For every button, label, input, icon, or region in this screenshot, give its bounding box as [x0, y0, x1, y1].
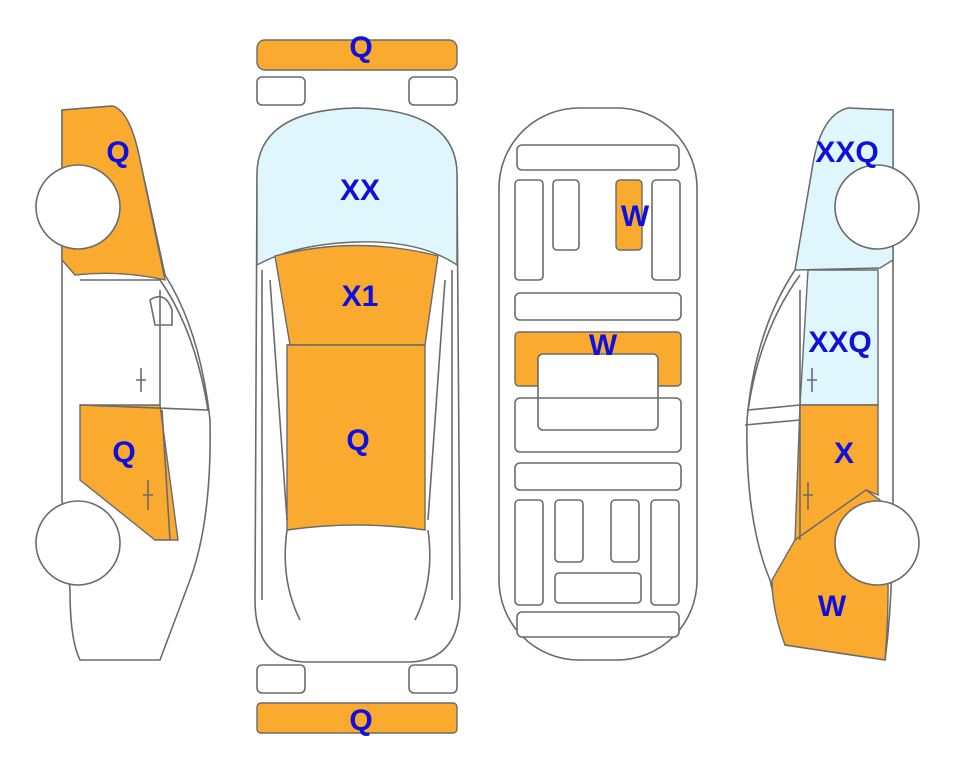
underside-part — [514, 397, 682, 453]
front-bumper-damage[interactable] — [256, 39, 458, 71]
label-rear-bumper: Q — [349, 704, 372, 737]
rear-left-light — [256, 664, 306, 694]
front-left-light — [256, 76, 306, 106]
underside-part — [516, 611, 680, 638]
underside-part — [651, 179, 681, 281]
left-door-handle-icon — [136, 368, 153, 510]
underside-part — [514, 499, 544, 606]
underside-view: W W — [498, 107, 698, 661]
label-hood: XX — [340, 174, 380, 207]
rear-bumper-damage[interactable] — [256, 702, 458, 734]
windshield-damage[interactable] — [274, 244, 439, 346]
underside-part — [514, 292, 682, 321]
label-underside-floor: W — [589, 329, 618, 362]
roof-damage[interactable] — [286, 344, 426, 531]
label-roof: Q — [346, 424, 369, 457]
top-view: Q XX X1 Q Q — [254, 31, 461, 737]
right-door-handle-icon — [803, 368, 817, 510]
underside-panel-damage[interactable] — [615, 179, 643, 251]
label-left-door: Q — [112, 436, 135, 469]
right-front-wheel — [834, 500, 920, 586]
top-side-lines — [261, 270, 453, 621]
underside-part — [552, 179, 580, 251]
left-front-wheel — [35, 164, 121, 250]
right-window-lines — [744, 274, 801, 540]
underside-part — [514, 462, 682, 491]
label-windshield: X1 — [342, 280, 379, 313]
underside-part — [554, 572, 642, 604]
label-right-front: W — [818, 590, 847, 623]
right-front-door-damage[interactable] — [794, 404, 879, 542]
left-side-view: Q Q — [35, 105, 211, 661]
underside-part — [514, 179, 544, 281]
label-right-front-door: X — [834, 437, 854, 470]
right-side-view: XXQ XXQ X W — [744, 107, 920, 661]
left-window-lines — [79, 279, 209, 541]
hood-damage[interactable] — [256, 107, 458, 267]
left-rear-wheel — [35, 500, 121, 586]
label-right-rear-quarter: XXQ — [815, 136, 878, 169]
underside-part — [537, 353, 659, 431]
label-left-front: Q — [106, 136, 129, 169]
label-front-bumper: Q — [349, 31, 372, 64]
left-door-damage[interactable] — [79, 404, 179, 541]
rear-right-light — [408, 664, 458, 694]
label-underside-panel: W — [621, 200, 650, 233]
label-right-rear-door: XXQ — [808, 326, 871, 359]
underside-part — [650, 499, 680, 606]
right-rear-wheel — [834, 164, 920, 250]
underside-part — [516, 144, 680, 171]
underside-part — [610, 499, 640, 563]
underside-part — [554, 499, 584, 563]
front-right-light — [408, 76, 458, 106]
